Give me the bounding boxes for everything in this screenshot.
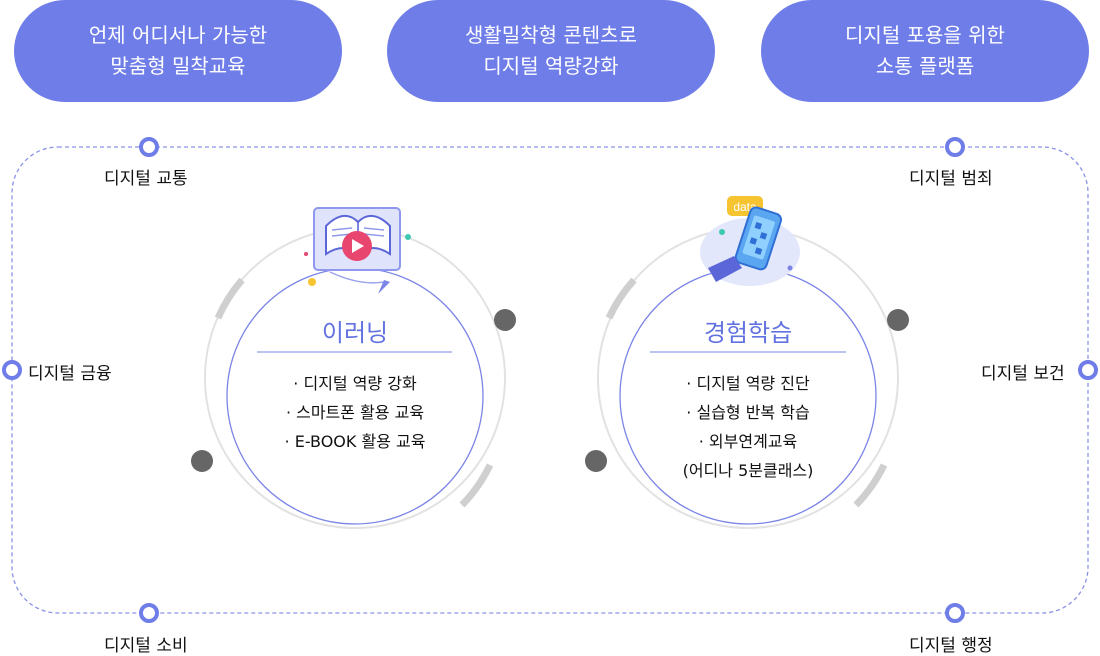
experience-diagram bbox=[585, 227, 909, 529]
experience-list: · 디지털 역량 진단 · 실습형 반복 학습 · 외부연계교육 (어디나 5분… bbox=[618, 369, 878, 485]
ring-dot bbox=[191, 450, 213, 472]
ring-accent-arc bbox=[853, 463, 888, 508]
node-marker-administration bbox=[945, 603, 965, 623]
ring-accent-arc bbox=[459, 463, 494, 508]
pill-line: 맞춤형 밀착교육 bbox=[110, 54, 246, 78]
node-marker-crime bbox=[945, 137, 965, 157]
ring-accent-arc bbox=[605, 277, 637, 320]
elearning-list: · 디지털 역량 강화 · 스마트폰 활용 교육 · E-BOOK 활용 교육 bbox=[225, 369, 485, 456]
pill-line: 언제 어디서나 가능한 bbox=[88, 23, 268, 47]
ring-dot bbox=[494, 309, 516, 331]
dashed-frame bbox=[11, 146, 1089, 614]
node-marker-consumption bbox=[139, 603, 159, 623]
list-item: (어디나 5분클래스) bbox=[682, 461, 814, 480]
elearning-diagram bbox=[191, 227, 516, 529]
data-phone-icon: data bbox=[700, 196, 800, 286]
pill-line: 생활밀착형 콘텐츠로 bbox=[465, 23, 637, 47]
list-item: · E-BOOK 활용 교육 bbox=[284, 432, 426, 451]
list-item: · 디지털 역량 강화 bbox=[293, 374, 417, 393]
label-digital-consumption: 디지털 소비 bbox=[104, 636, 188, 656]
experience-title: 경험학습 bbox=[703, 319, 793, 347]
label-digital-finance: 디지털 금융 bbox=[28, 364, 112, 384]
pill-custom-education: 언제 어디서나 가능한 맞춤형 밀착교육 bbox=[14, 0, 342, 102]
pill-digital-capability: 생활밀착형 콘텐츠로 디지털 역량강화 bbox=[387, 0, 715, 102]
pill-line: 소통 플랫폼 bbox=[875, 54, 975, 78]
label-digital-health: 디지털 보건 bbox=[981, 364, 1065, 384]
ebook-video-icon bbox=[304, 207, 411, 294]
pill-line: 디지털 역량강화 bbox=[483, 54, 619, 78]
node-marker-health bbox=[1078, 360, 1098, 380]
ring-dot bbox=[585, 450, 607, 472]
list-item: · 외부연계교육 bbox=[698, 432, 798, 451]
list-item: · 스마트폰 활용 교육 bbox=[285, 403, 425, 422]
pill-line: 디지털 포용을 위한 bbox=[845, 23, 1005, 47]
list-item: · 실습형 반복 학습 bbox=[686, 403, 810, 422]
node-marker-finance bbox=[2, 360, 22, 380]
label-digital-crime: 디지털 범죄 bbox=[909, 169, 993, 189]
pill-communication-platform: 디지털 포용을 위한 소통 플랫폼 bbox=[761, 0, 1089, 102]
label-digital-administration: 디지털 행정 bbox=[909, 636, 993, 656]
ring-accent-arc bbox=[214, 277, 245, 320]
list-item: · 디지털 역량 진단 bbox=[686, 374, 810, 393]
label-digital-traffic: 디지털 교통 bbox=[104, 169, 188, 189]
node-marker-traffic bbox=[139, 137, 159, 157]
ring-dot bbox=[887, 309, 909, 331]
elearning-title: 이러닝 bbox=[321, 319, 389, 347]
